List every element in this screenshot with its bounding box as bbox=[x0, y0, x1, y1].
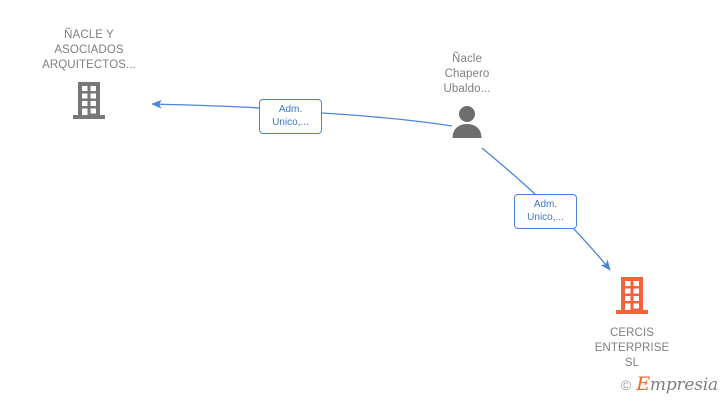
empresia-watermark: © Empresia bbox=[621, 375, 718, 394]
node-nacle-y-asociados-arquitectos[interactable]: ÑACLE Y ASOCIADOS ARQUITECTOS... bbox=[24, 28, 154, 125]
node-label-cercis-enterprise-sl: CERCIS ENTERPRISE SL bbox=[594, 327, 670, 369]
empresia-logo-rest: mpresia bbox=[649, 375, 718, 395]
node-label-nacle-chapero-ubaldo: Ñacle Chapero Ubaldo... bbox=[443, 53, 491, 95]
building-icon bbox=[614, 275, 650, 320]
person-icon bbox=[449, 104, 485, 145]
edge-label-adm-unico-nacle[interactable]: Adm. Unico,... bbox=[259, 99, 322, 134]
node-cercis-enterprise-sl[interactable]: CERCIS ENTERPRISE SL bbox=[567, 275, 697, 371]
empresia-logo-initial: E bbox=[636, 373, 650, 395]
building-icon bbox=[71, 80, 107, 125]
empresia-logo: Empresia bbox=[636, 375, 718, 394]
node-nacle-chapero-ubaldo[interactable]: Ñacle Chapero Ubaldo... bbox=[402, 52, 532, 145]
copyright-icon: © bbox=[620, 376, 632, 393]
node-label-nacle-y-asociados-arquitectos: ÑACLE Y ASOCIADOS ARQUITECTOS... bbox=[42, 29, 136, 71]
edge-label-adm-unico-cercis[interactable]: Adm. Unico,... bbox=[514, 194, 577, 229]
